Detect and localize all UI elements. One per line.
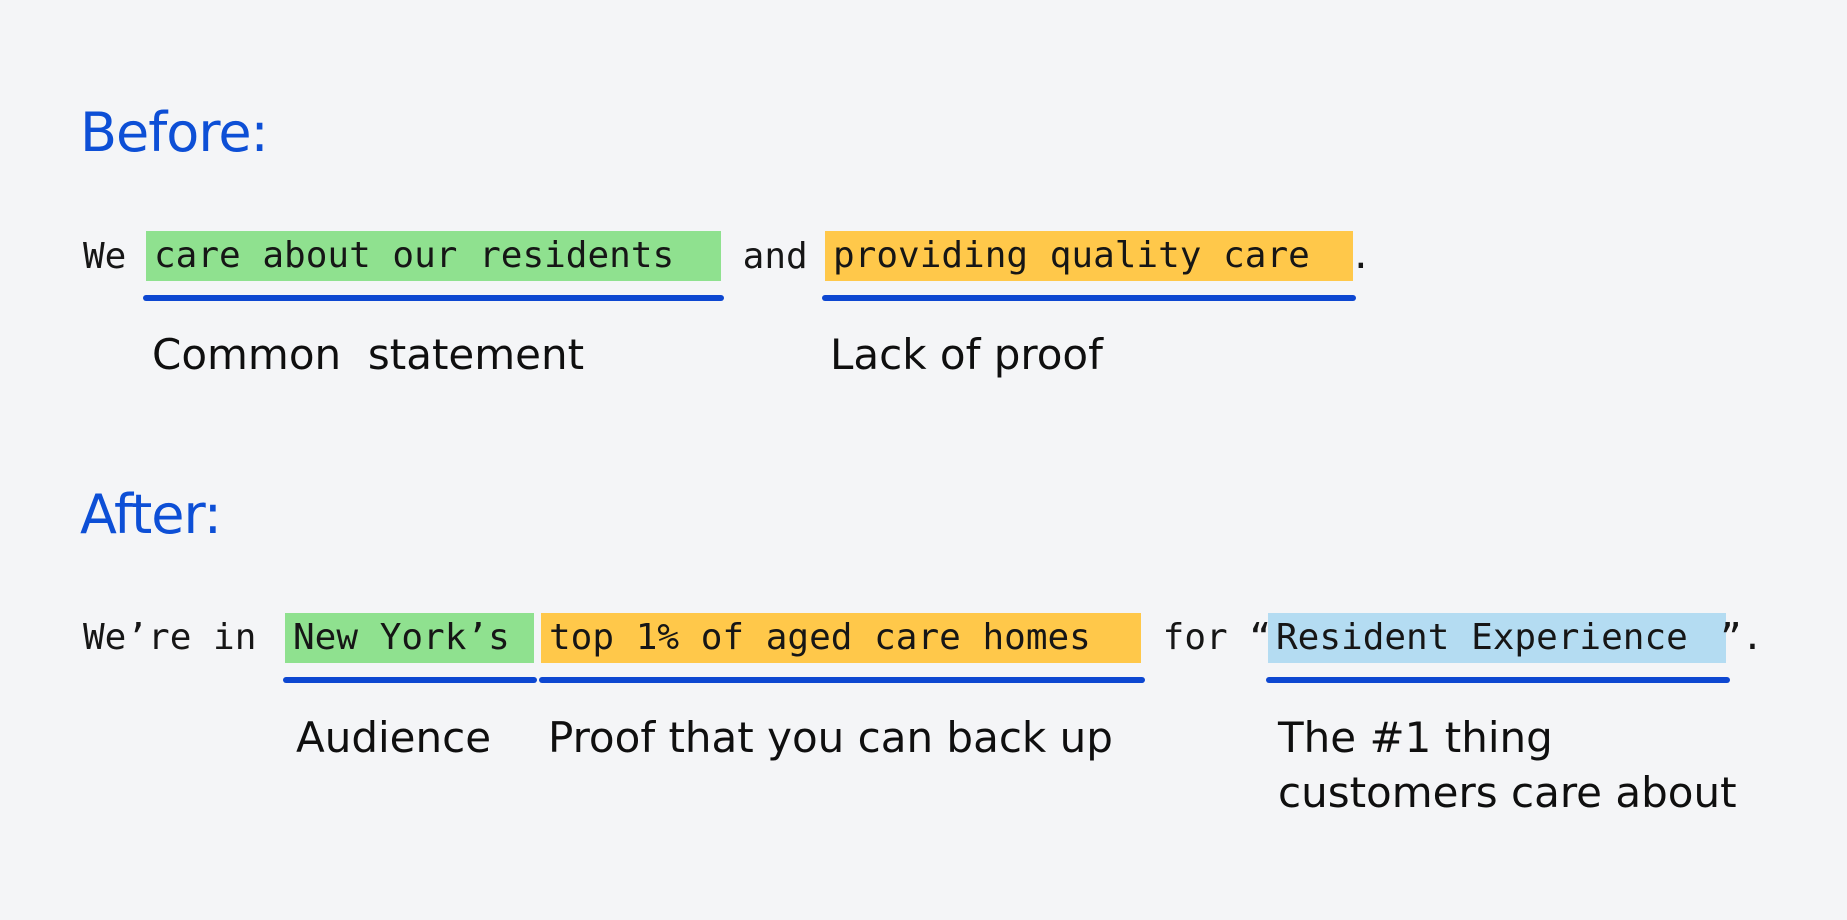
before-label-lack-of-proof: Lack of proof: [830, 330, 1103, 379]
after-label-proof: Proof that you can back up: [548, 713, 1113, 762]
before-label-common-statement: Common statement: [152, 330, 585, 379]
after-label-resident-experience-line1: The #1 thing: [1278, 713, 1553, 762]
after-underline-audience: [283, 677, 537, 683]
before-highlight-lack-of-proof: providing quality care: [825, 231, 1353, 281]
before-underline-common-statement: [143, 295, 724, 301]
after-highlight-resident-experience: Resident Experience: [1268, 613, 1726, 663]
after-sentence-prefix: We’re in: [83, 617, 279, 658]
before-sentence-connector: and: [721, 236, 830, 277]
before-underline-lack-of-proof: [822, 295, 1356, 301]
after-label-audience: Audience: [296, 713, 492, 762]
after-highlight-audience: New York’s: [285, 613, 534, 663]
after-underline-resident-experience: [1266, 677, 1730, 683]
after-sentence-suffix: ”.: [1720, 617, 1764, 658]
before-sentence-prefix: We: [83, 236, 149, 277]
before-heading: Before:: [80, 101, 269, 164]
after-label-resident-experience-line2: customers care about: [1278, 768, 1737, 817]
before-highlight-common-statement: care about our residents: [146, 231, 721, 281]
after-underline-proof: [539, 677, 1145, 683]
before-sentence-suffix: .: [1350, 236, 1372, 277]
after-sentence-connector: for “: [1141, 617, 1272, 658]
after-heading: After:: [80, 483, 222, 546]
after-highlight-proof: top 1% of aged care homes: [541, 613, 1141, 663]
